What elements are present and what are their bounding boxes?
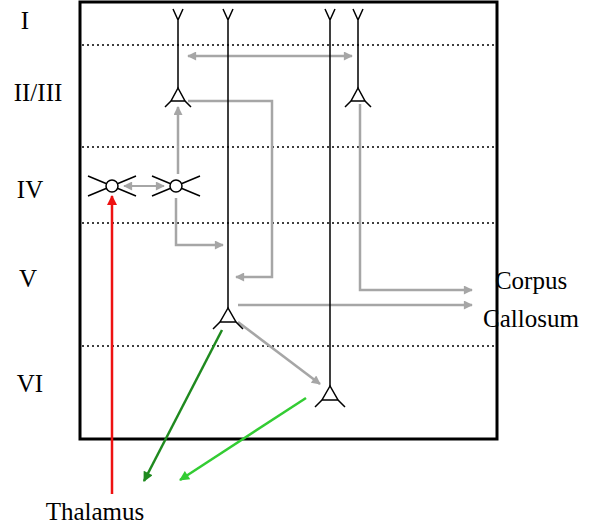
gray-arrow [188, 55, 352, 58]
gray-arrow [177, 107, 180, 174]
gray-arrow [124, 185, 164, 187]
intracortical-arrows [124, 56, 472, 384]
stellate-neuron [88, 176, 136, 196]
pyramidal-neuron [345, 9, 371, 107]
layer5-output-arrow [144, 330, 222, 481]
gray-arrow [360, 104, 472, 290]
layer-boundary [82, 146, 495, 148]
layer-label-box: I [21, 6, 29, 36]
gray-arrow [188, 101, 272, 277]
pyramidal-neuron [213, 9, 243, 329]
cortex-box [80, 2, 497, 439]
layer-label: IV [17, 176, 43, 203]
layer-boundary [82, 345, 495, 347]
target-label: Corpus Callosum [483, 267, 579, 332]
gray-arrow [238, 304, 472, 307]
layer-label-box: VI [17, 369, 43, 399]
layer-label-box: II/III [14, 78, 63, 108]
layer-label-box: IV [17, 175, 43, 205]
layer-label: I [21, 7, 29, 34]
layer-boundaries [82, 45, 495, 346]
gray-arrow [238, 322, 320, 384]
neurons [88, 9, 371, 407]
layer-label-box: V [19, 264, 37, 294]
target-label-box: Corpus Callosum [476, 262, 586, 337]
layer-label: II/III [14, 79, 63, 106]
layer-label: V [19, 265, 37, 292]
pyramidal-neuron [165, 9, 191, 107]
layer-boundary [82, 222, 495, 224]
target-label-box: Thalamus [46, 497, 145, 526]
thalamic-input-arrow [111, 196, 114, 494]
gray-arrow [176, 198, 223, 245]
target-label: Thalamus [46, 498, 145, 525]
layer-label: VI [17, 370, 43, 397]
layer-boundary [82, 44, 495, 46]
stellate-neuron [152, 176, 200, 196]
pyramidal-neuron [315, 9, 345, 407]
layer6-output-arrow [180, 398, 306, 480]
